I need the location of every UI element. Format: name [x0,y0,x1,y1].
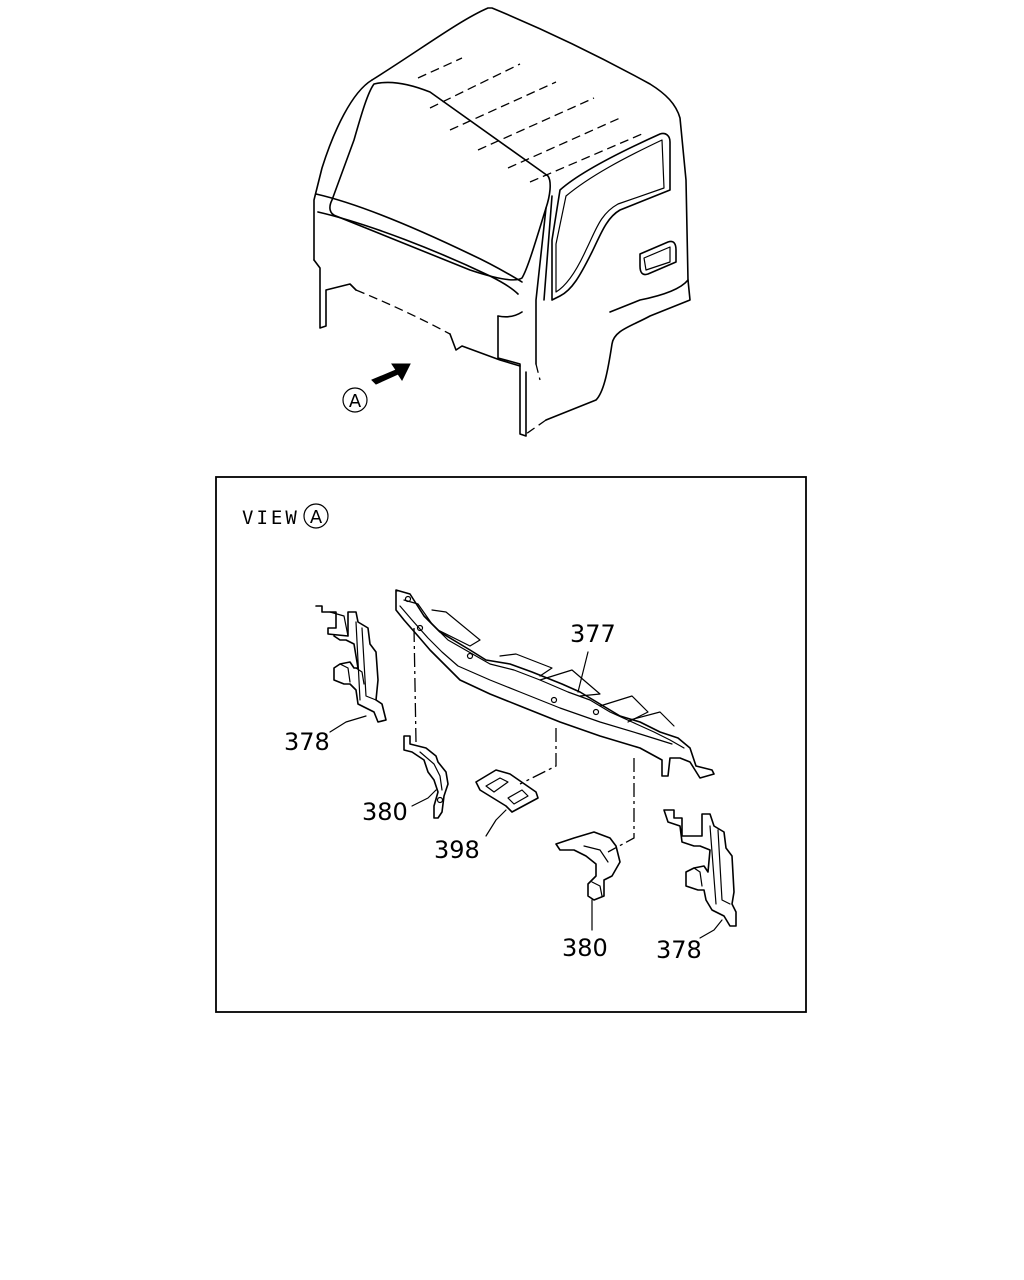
view-title-text: VIEW [242,507,300,529]
callout-380-left: 380 [362,798,408,826]
part-378-right-bracket [663,809,737,939]
callout-398: 398 [434,836,480,864]
part-378-left-bracket [315,605,387,733]
callout-377: 377 [570,620,616,648]
truck-cab-illustration: A [313,7,691,437]
view-title-letter: A [310,507,323,528]
callout-378-left: 378 [284,728,330,756]
part-377-crossmember [395,589,715,779]
assembly-chain-lines [413,627,635,853]
callout-380-right: 380 [562,934,608,962]
part-380-right-bracket [555,831,621,931]
callout-labels: 377 378 380 398 380 378 [284,620,702,964]
view-a-box: VIEW A [215,476,807,1013]
part-380-left-bracket [403,735,449,819]
view-a-title: VIEW A [242,503,329,529]
part-398-plate [475,769,539,837]
view-a-marker: A [342,387,368,413]
view-a-marker-letter: A [349,391,362,412]
callout-378-right: 378 [656,936,702,964]
